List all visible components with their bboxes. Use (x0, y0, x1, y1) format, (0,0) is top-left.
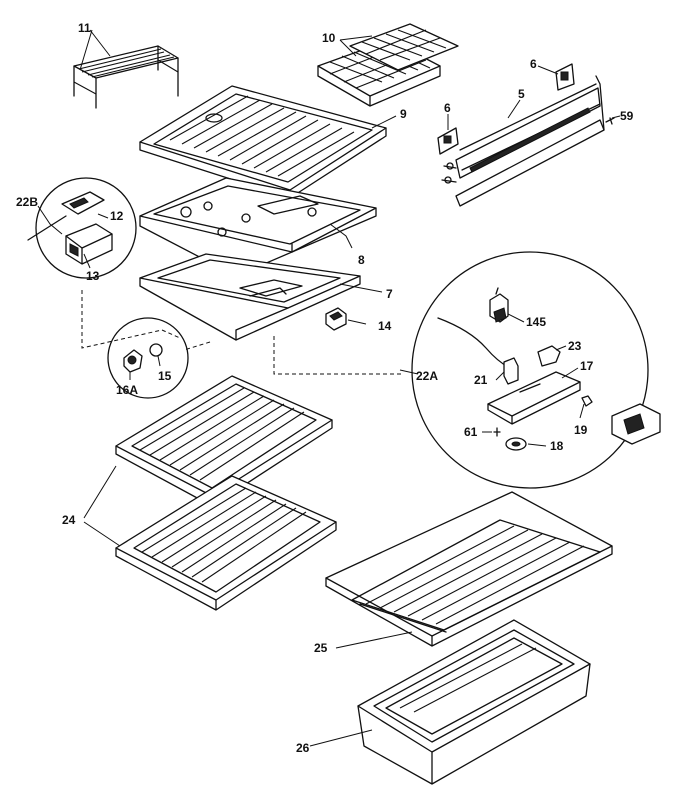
dashed-connectors (81, 290, 404, 375)
bracket-assembly-5 (441, 75, 605, 207)
switch-part-6-lower (437, 127, 459, 155)
callout-59: 59 (620, 109, 634, 123)
switch-part-6-upper (555, 63, 575, 91)
callout-11: 11 (78, 21, 91, 35)
shelf-24-lower (115, 475, 337, 611)
callout-8: 8 (358, 253, 365, 267)
callout-23: 23 (568, 339, 582, 353)
callout-17: 17 (580, 359, 594, 373)
callout-61: 61 (464, 425, 478, 439)
callout-19: 19 (574, 423, 588, 437)
wire-rack-11 (73, 45, 179, 109)
callout-14: 14 (378, 319, 392, 333)
callout-15: 15 (158, 369, 172, 383)
detail-circle-small (107, 317, 189, 399)
callout-18: 18 (550, 439, 564, 453)
callout-26: 26 (296, 741, 310, 755)
callout-6-lower: 6 (444, 101, 451, 115)
fitting-14 (325, 307, 347, 331)
callout-5: 5 (518, 87, 525, 101)
callout-7: 7 (386, 287, 393, 301)
screw-59 (605, 117, 615, 125)
callout-10: 10 (322, 31, 336, 45)
callout-24: 24 (62, 513, 76, 527)
callout-6-upper: 6 (530, 57, 537, 71)
callout-22b: 22B (16, 195, 38, 209)
callout-labels: 11 10 6 5 59 6 9 22B 12 13 8 7 14 145 23… (16, 21, 634, 755)
ice-trays-10 (317, 23, 459, 107)
crisper-cover-25 (325, 491, 613, 647)
callout-12: 12 (110, 209, 124, 223)
crisper-drawer-26 (357, 619, 591, 785)
callout-9: 9 (400, 107, 407, 121)
callout-21: 21 (474, 373, 488, 387)
frame-7 (139, 253, 361, 341)
callout-13: 13 (86, 269, 100, 283)
detail-circle-right (411, 251, 661, 489)
callout-25: 25 (314, 641, 328, 655)
detail-circle-left (27, 177, 137, 279)
callout-22a: 22A (416, 369, 438, 383)
cover-grille-9 (139, 85, 387, 199)
leader-lines (37, 29, 621, 747)
callout-145: 145 (526, 315, 546, 329)
callout-16a: 16A (116, 383, 138, 397)
